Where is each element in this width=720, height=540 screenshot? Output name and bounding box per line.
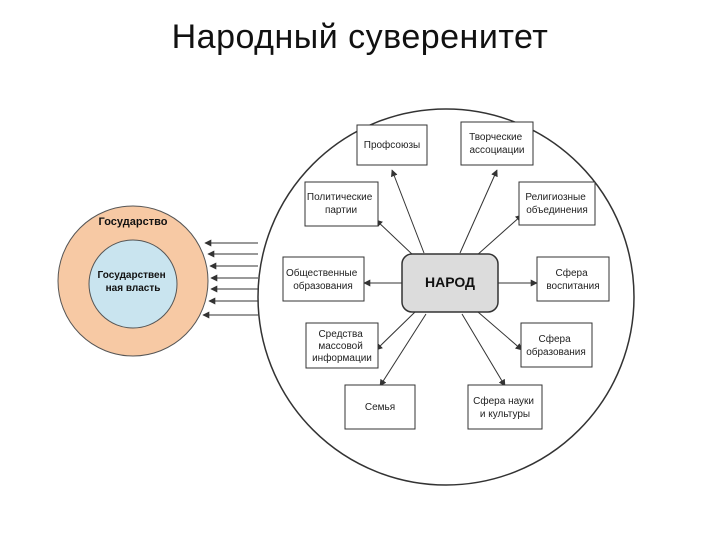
label-religioznye-line-2: объединения [526,204,588,216]
label-religioznye-line-1: Религиозные [525,192,586,203]
label-obshchestvennye-line-2: образования [293,280,353,292]
state-arrows [202,239,258,319]
box-semya [344,384,416,430]
label-tvorcheskie-line-2: ассоциации [469,145,524,156]
arrow-to-nauka [461,313,506,387]
arrow-to-semya [379,313,427,387]
people-arrows [363,169,538,387]
label-profsoyuzy: Профсоюзы [364,139,420,151]
state-power-circle [88,239,178,329]
arrow-to-tvorcheskie [459,169,498,254]
label-politicheskie-line-1: Политические [307,192,373,203]
label-smi-line-3: информации [312,352,372,364]
arrow-to-smi [375,311,416,351]
arrow-to-politicheskie [375,219,415,257]
label-nauka-line-1: Сфера науки [473,395,534,407]
label-tvorcheskie-line-1: Творческие [469,132,523,143]
box-profsoyuzy [356,124,428,166]
label-vospitanie-line-1: Сфера [556,267,589,279]
node-boxes [282,121,610,430]
label-vospitanie-line-2: воспитания [546,281,599,292]
label-politicheskie-line-2: партии [325,205,357,216]
arrow-to-religioznye [475,214,523,257]
state-power-label: Государствен ная власть [98,270,169,294]
label-obrazovanie-line-1: Сфера [539,333,572,345]
label-nauka: Сфера науки и культуры [473,395,537,420]
label-obshchestvennye: Общественные образования [286,267,360,292]
label-religioznye: Религиозные объединения [525,192,588,216]
label-nauka-line-2: и культуры [480,409,530,420]
label-smi-line-1: Средства [318,329,363,340]
box-nauka [467,384,543,430]
label-politicheskie: Политические партии [307,192,375,216]
label-smi-line-2: массовой [318,341,362,352]
label-semya: Семья [365,402,395,413]
people-label: НАРОД [425,274,475,290]
box-smi [305,322,379,369]
box-politicheskie [304,181,379,227]
box-obrazovanie [520,322,593,368]
state-power-line-1: Государствен [98,270,166,281]
label-profsoyuzy-line-1: Профсоюзы [364,139,420,151]
label-obrazovanie: Сфера образования [526,333,586,358]
slide-title: Народный суверенитет [171,18,549,56]
label-semya-line-1: Семья [365,402,395,413]
box-tvorcheskie [460,121,534,166]
arrow-to-obrazovanie [477,311,523,351]
box-obshchestvennye [282,256,365,302]
label-vospitanie: Сфера воспитания [546,267,599,292]
label-obrazovanie-line-2: образования [526,346,586,358]
arrow-to-profsoyuzy [391,169,425,254]
state-label: Государство [99,216,168,228]
label-smi: Средства массовой информации [312,329,372,364]
state-power-line-2: ная власть [106,283,161,294]
people-box [401,253,499,313]
label-tvorcheskie: Творческие ассоциации [469,132,525,156]
label-obshchestvennye-line-1: Общественные [286,267,358,279]
box-vospitanie [536,256,610,302]
box-religioznye [518,181,596,226]
